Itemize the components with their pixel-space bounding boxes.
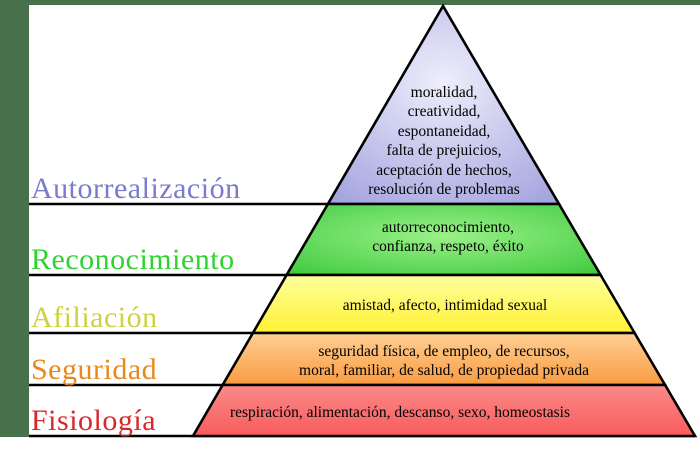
- level-label-reconocimiento: Reconocimiento: [31, 243, 235, 276]
- frame-left-border: [0, 0, 29, 437]
- items-autorrealizacion: moralidad, creatividad, espontaneidad, f…: [368, 84, 520, 199]
- items-reconocimiento: autorreconocimiento, confianza, respeto,…: [372, 219, 524, 256]
- items-seguridad: seguridad física, de empleo, de recursos…: [299, 343, 589, 380]
- level-label-autorrealizacion: Autorrealización: [31, 172, 241, 205]
- level-label-fisiologia: Fisiología: [31, 404, 157, 437]
- items-afiliacion: amistad, afecto, intimidad sexual: [342, 297, 548, 314]
- level-label-seguridad: Seguridad: [31, 353, 158, 386]
- pyramid-band-fisiologia: [190, 383, 698, 438]
- items-fisiologia: respiración, alimentación, descanso, sex…: [229, 404, 571, 421]
- frame-top-border: [0, 0, 700, 5]
- level-label-afiliacion: Afiliación: [31, 301, 158, 334]
